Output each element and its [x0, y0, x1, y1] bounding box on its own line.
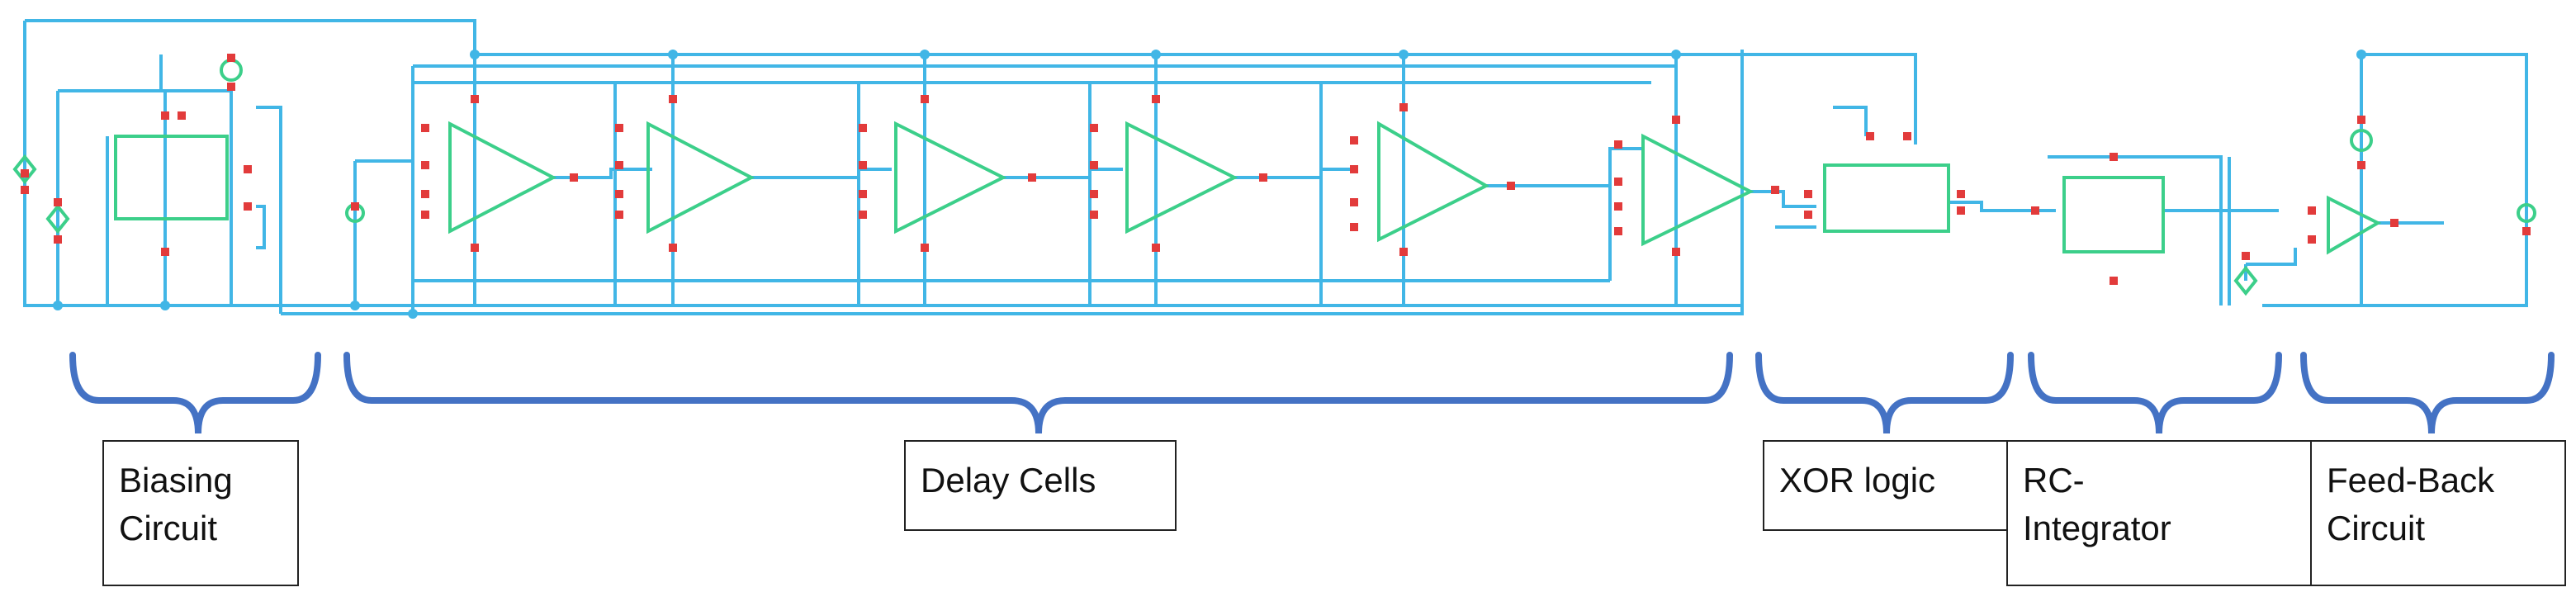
brace-delay — [343, 352, 1733, 434]
brace-xor — [1755, 352, 2014, 434]
delay-cell-4 — [1125, 121, 1238, 234]
feedback-amplifier — [2327, 195, 2382, 255]
rc-integrator-block — [2062, 176, 2165, 253]
wires — [23, 19, 2528, 315]
components — [12, 59, 2536, 296]
label-delay-cells: Delay Cells — [904, 440, 1177, 531]
source-left-1 — [12, 154, 37, 185]
delay-cell-3 — [894, 121, 1007, 234]
brace-rc — [2028, 352, 2282, 434]
source-feedback-2 — [2350, 129, 2373, 152]
brace-biasing — [69, 352, 321, 434]
source-right — [2517, 203, 2536, 223]
pins — [21, 54, 2531, 285]
source-left-2 — [45, 203, 70, 234]
delay-cell-2 — [646, 121, 755, 234]
label-biasing-circuit: Biasing Circuit — [102, 440, 299, 586]
source-feedback-1 — [2233, 265, 2258, 296]
label-rc-integrator: RC- Integrator — [2006, 440, 2312, 586]
brace-feedback — [2300, 352, 2555, 434]
delay-cell-1 — [448, 121, 557, 234]
section-braces — [69, 352, 2555, 434]
delay-cell-6 — [1641, 133, 1754, 247]
label-feedback-circuit: Feed-Back Circuit — [2310, 440, 2566, 586]
label-xor-logic: XOR logic — [1763, 440, 2009, 531]
xor-block — [1823, 163, 1950, 233]
delay-cell-5 — [1377, 121, 1490, 243]
source-bias — [220, 59, 243, 82]
junctions — [53, 50, 2366, 319]
bias-block — [114, 135, 229, 220]
